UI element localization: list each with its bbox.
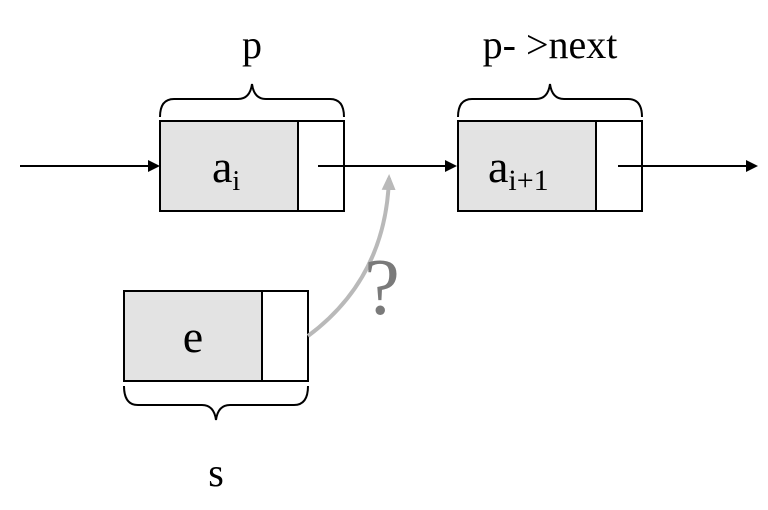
node-a-i-plus-1-label-base: a bbox=[488, 141, 508, 192]
brace-s bbox=[123, 385, 309, 421]
node-a-i-plus-1-data-cell bbox=[457, 120, 597, 212]
node-a-i-label-base: a bbox=[212, 141, 232, 192]
node-a-i: ai bbox=[159, 120, 345, 212]
brace-p-next bbox=[457, 83, 643, 118]
node-a-i-plus-1-label-sub: i+1 bbox=[508, 164, 548, 197]
node-a-i-plus-1: ai+1 bbox=[457, 120, 643, 212]
label-s: s bbox=[208, 450, 224, 495]
question-mark: ? bbox=[364, 244, 400, 332]
new-link-arrow bbox=[306, 174, 396, 338]
node-a-i-label: ai bbox=[212, 141, 240, 197]
label-p-next: p- >next bbox=[483, 22, 618, 67]
node-e-label: e bbox=[183, 311, 203, 362]
brace-p bbox=[159, 83, 345, 118]
node-a-i-label-sub: i bbox=[232, 166, 240, 197]
label-p: p bbox=[242, 22, 262, 67]
node-e-pointer-cell bbox=[261, 290, 309, 382]
node-e: e bbox=[123, 290, 309, 382]
node-a-i-plus-1-label: ai+1 bbox=[488, 141, 549, 197]
